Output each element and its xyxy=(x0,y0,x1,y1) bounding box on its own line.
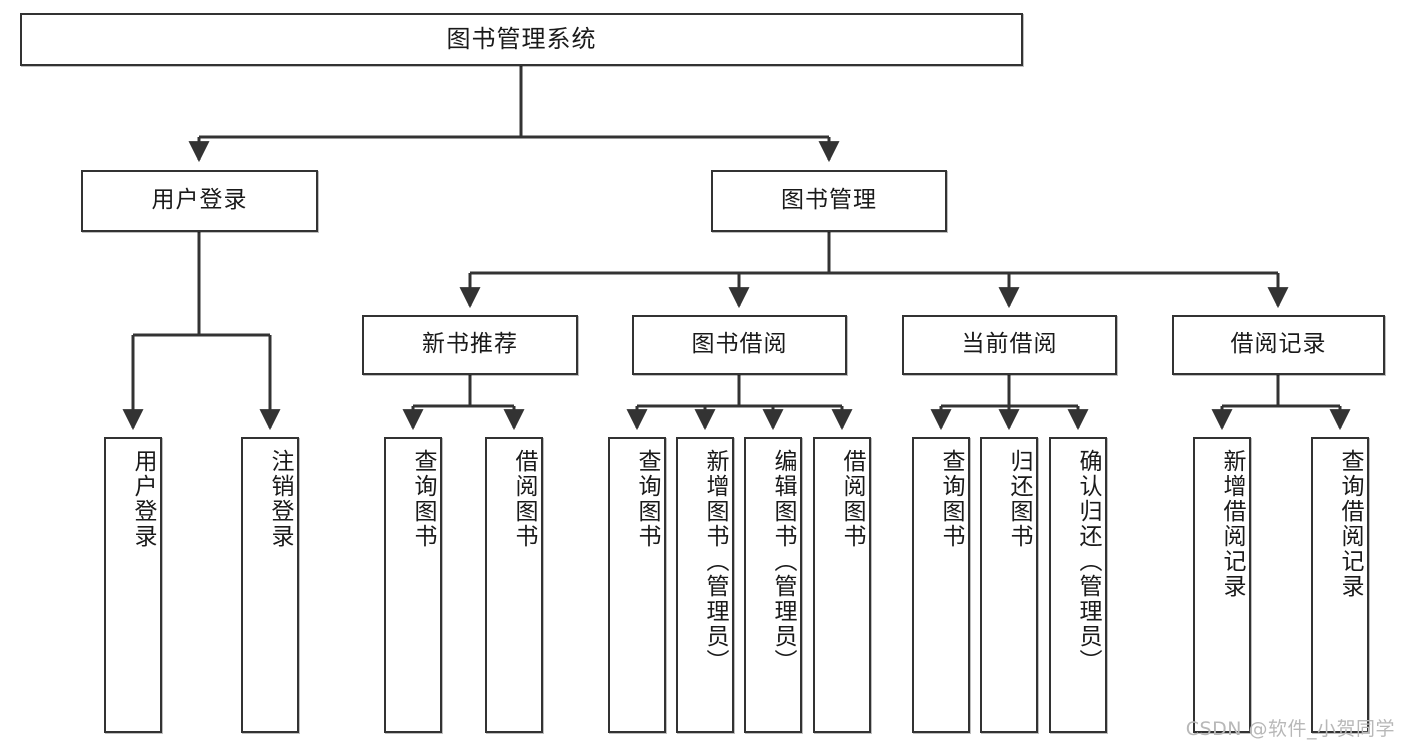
leaf-current-borrow-return[interactable]: 归还图书 xyxy=(980,437,1038,733)
leaf-book-borrow-query[interactable]: 查询图书 xyxy=(608,437,666,733)
watermark-text: CSDN @软件_小贺同学 xyxy=(1185,718,1395,740)
leaf-label: 查询图书 xyxy=(410,449,436,549)
leaf-label: 注销登录 xyxy=(267,449,293,549)
leaf-label: 用户登录 xyxy=(130,449,156,549)
leaf-label: 查询图书 xyxy=(938,449,964,549)
node-current-borrow[interactable]: 当前借阅 xyxy=(902,315,1117,375)
node-book-management[interactable]: 图书管理 xyxy=(711,170,947,232)
node-root-system[interactable]: 图书管理系统 xyxy=(20,13,1023,66)
node-user-login[interactable]: 用户登录 xyxy=(81,170,318,232)
leaf-user-login-login[interactable]: 用户登录 xyxy=(104,437,162,733)
leaf-borrow-record-query[interactable]: 查询借阅记录 xyxy=(1311,437,1369,733)
leaf-label: 确认归还（管理员） xyxy=(1075,449,1101,674)
leaf-label: 新增图书（管理员） xyxy=(702,449,728,674)
leaf-label: 查询借阅记录 xyxy=(1337,449,1363,599)
node-book-borrow[interactable]: 图书借阅 xyxy=(632,315,847,375)
leaf-book-borrow-add[interactable]: 新增图书（管理员） xyxy=(676,437,734,733)
leaf-user-login-logout[interactable]: 注销登录 xyxy=(241,437,299,733)
leaf-new-book-borrow[interactable]: 借阅图书 xyxy=(485,437,543,733)
leaf-label: 编辑图书（管理员） xyxy=(770,449,796,674)
leaf-borrow-record-add[interactable]: 新增借阅记录 xyxy=(1193,437,1251,733)
leaf-current-borrow-confirm[interactable]: 确认归还（管理员） xyxy=(1049,437,1107,733)
leaf-label: 借阅图书 xyxy=(839,449,865,549)
node-new-book-recommend[interactable]: 新书推荐 xyxy=(362,315,578,375)
leaf-new-book-query[interactable]: 查询图书 xyxy=(384,437,442,733)
leaf-book-borrow-edit[interactable]: 编辑图书（管理员） xyxy=(744,437,802,733)
leaf-book-borrow-lend[interactable]: 借阅图书 xyxy=(813,437,871,733)
leaf-label: 新增借阅记录 xyxy=(1219,449,1245,599)
leaf-label: 归还图书 xyxy=(1006,449,1032,549)
leaf-label: 借阅图书 xyxy=(511,449,537,549)
leaf-label: 查询图书 xyxy=(634,449,660,549)
leaf-current-borrow-query[interactable]: 查询图书 xyxy=(912,437,970,733)
node-borrow-record[interactable]: 借阅记录 xyxy=(1172,315,1385,375)
